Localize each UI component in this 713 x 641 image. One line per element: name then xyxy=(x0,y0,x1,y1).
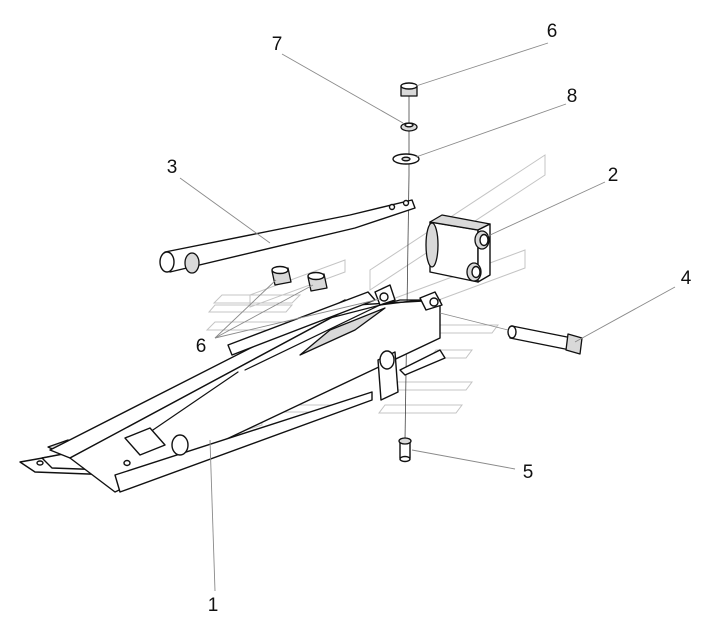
callout-8: 8 xyxy=(567,86,578,107)
flat-washer-part-8 xyxy=(392,153,420,165)
callout-4: 4 xyxy=(681,268,692,289)
bolt-part-5 xyxy=(398,437,412,463)
leader-lines xyxy=(179,42,676,592)
bushing-bracket-part-2 xyxy=(425,214,491,283)
bolt-part-4 xyxy=(507,325,583,355)
callout-6-top: 6 xyxy=(547,21,558,42)
callout-2: 2 xyxy=(608,165,619,186)
callout-6-left: 6 xyxy=(196,336,207,357)
strap-part-3 xyxy=(159,199,416,274)
callout-1: 1 xyxy=(208,595,219,616)
callout-5: 5 xyxy=(523,462,534,483)
nut-part-6-right xyxy=(307,271,328,292)
callout-7: 7 xyxy=(272,34,283,55)
callout-3: 3 xyxy=(167,157,178,178)
frame-arm-part-1 xyxy=(19,284,446,493)
nut-part-6-top xyxy=(400,82,418,97)
callout-labels: 1 2 3 4 5 6 6 7 8 xyxy=(167,21,692,616)
nut-part-6-left xyxy=(271,265,292,286)
lock-washer-part-7 xyxy=(400,122,418,132)
